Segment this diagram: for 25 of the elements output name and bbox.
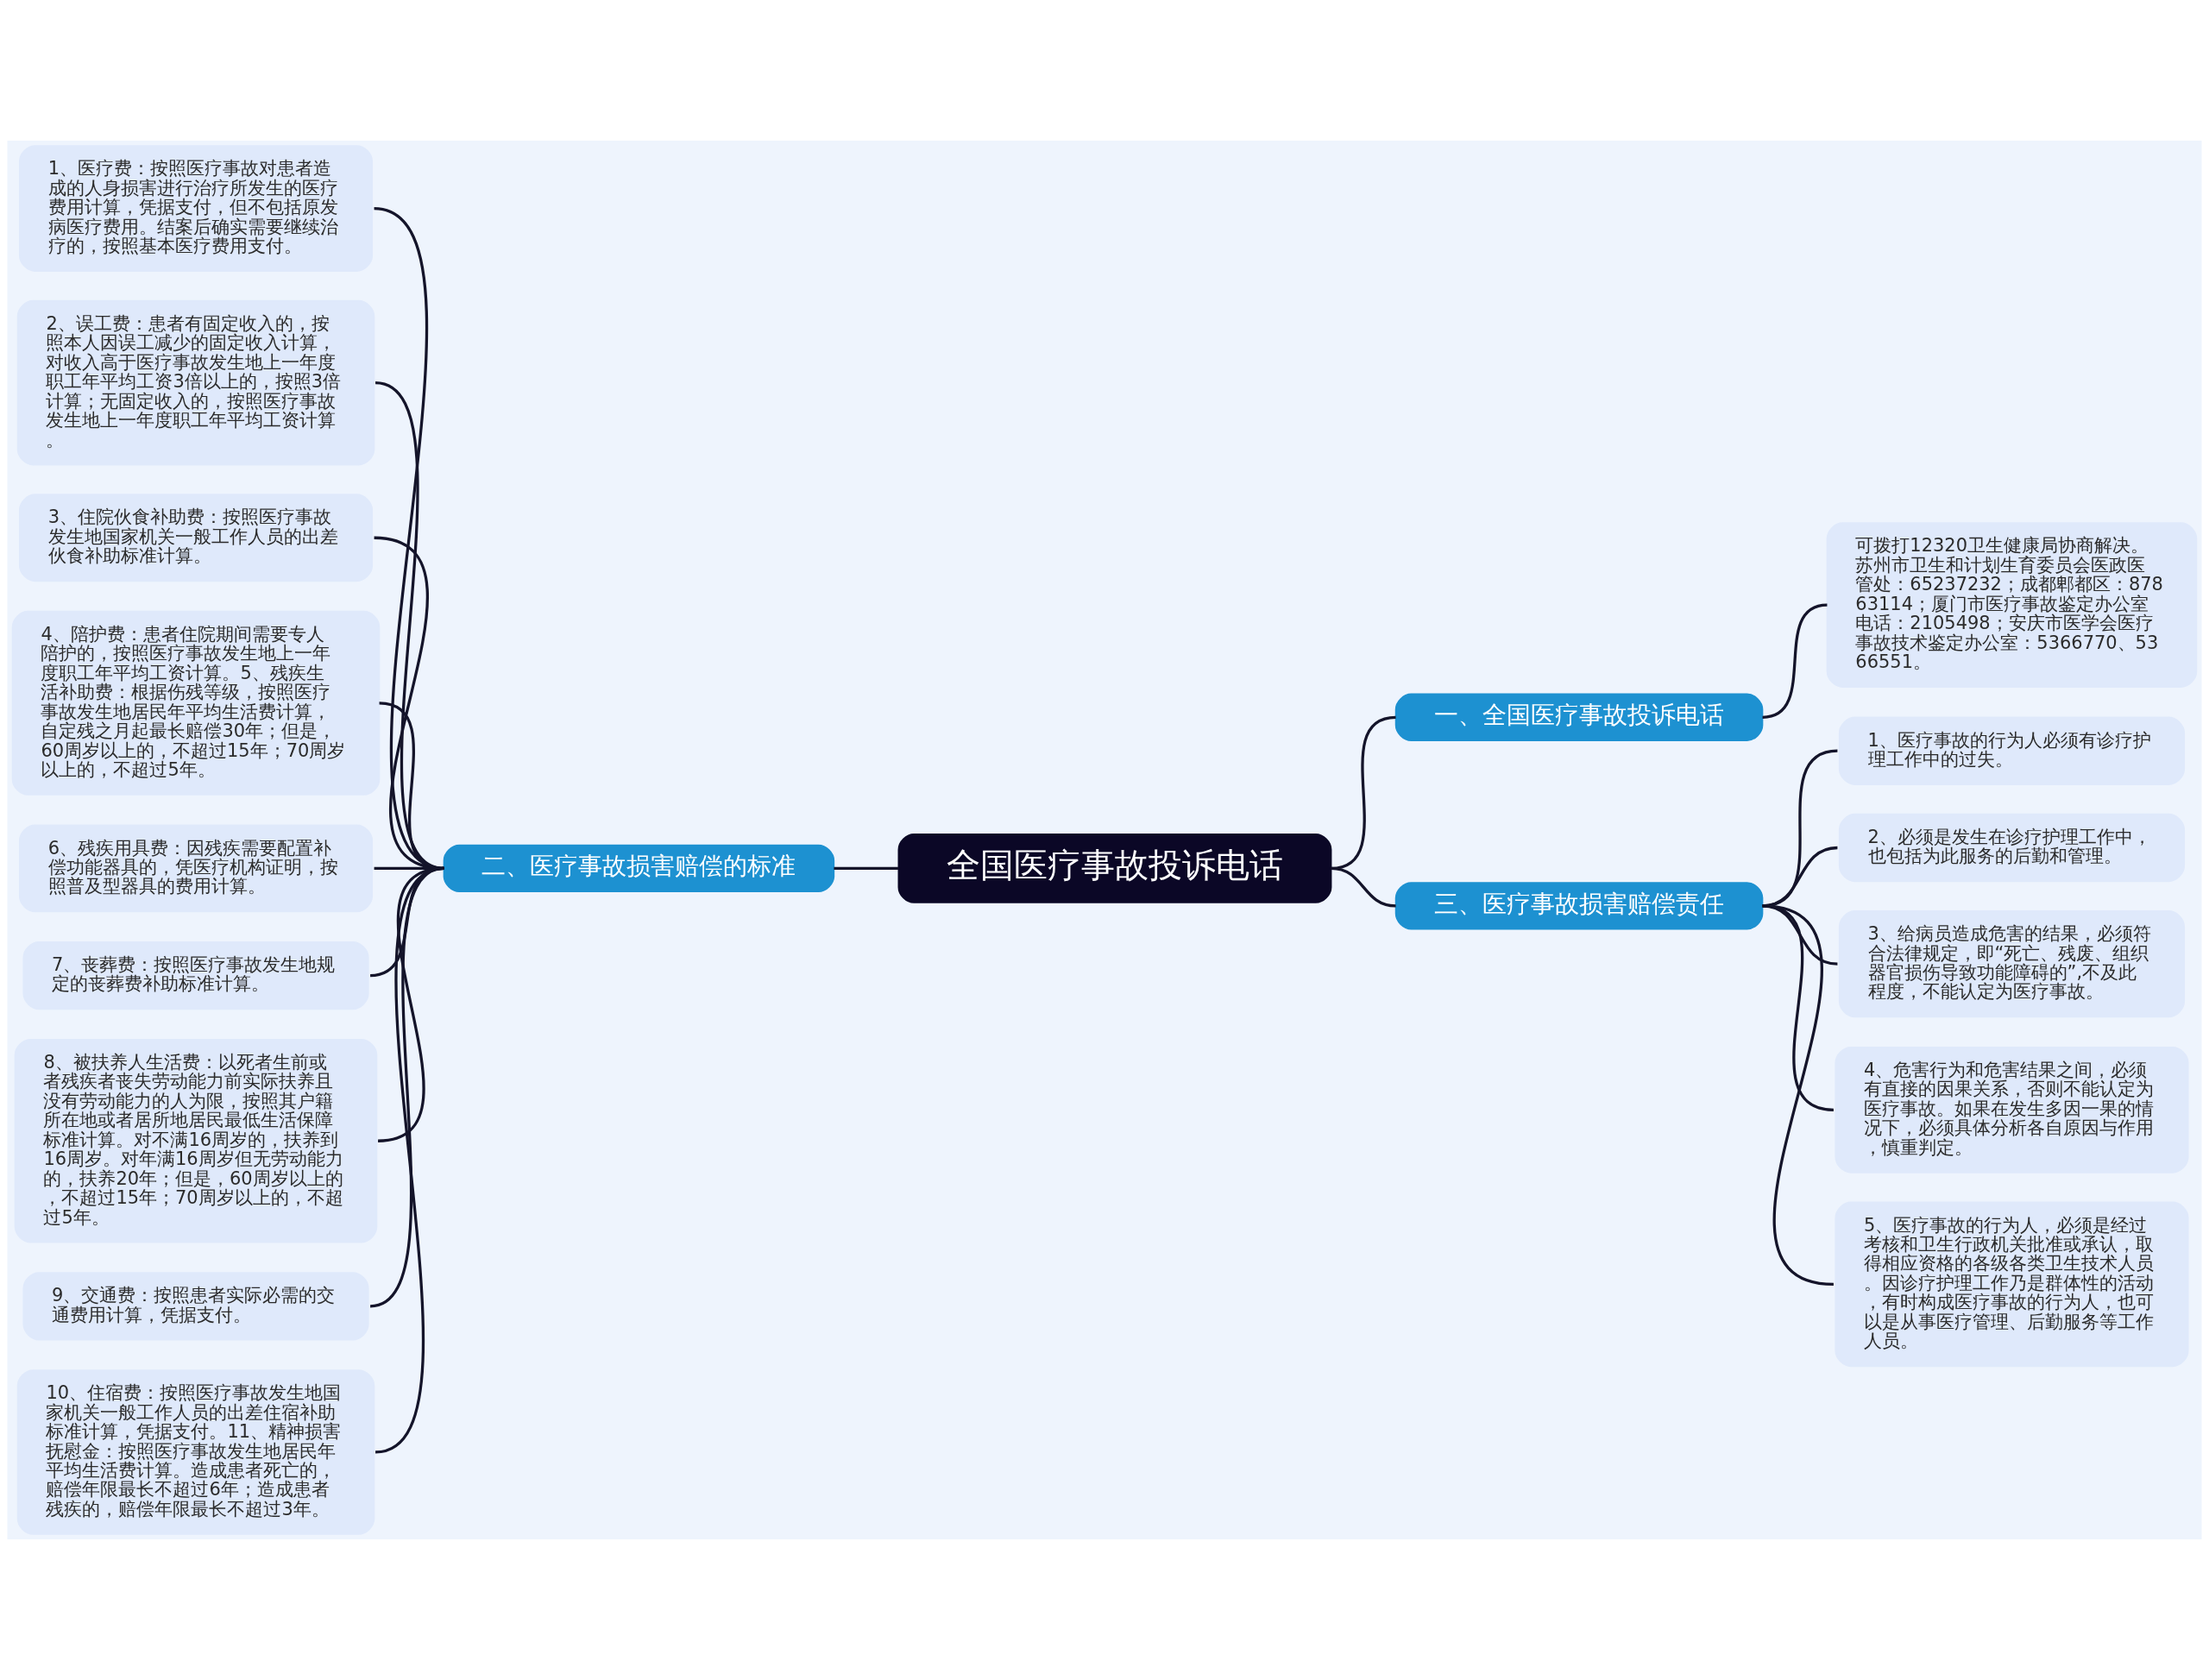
connector (834, 866, 899, 871)
node-box: 全国医疗事故投诉电话 (897, 834, 1332, 903)
connector (1762, 904, 1835, 1286)
connector (1762, 603, 1828, 719)
node-box: 2、误工费：患者有固定收入的，按照本人因误工减少的固定收入计算，对收入高于医疗事故发生地上一年度职工年平均工资3倍以上的，按照3倍计算；无固定收入的，按照医疗事故发生地上一年度职工年平均工资计算。 (16, 299, 375, 466)
node-box: 10、住宿费：按照医疗事故发生地国家机关一般工作人员的出差住宿补助标准计算，凭据支付。11、精神损害抚慰金：按照医疗事故发生地居民年平均生活费计算。造成患者死亡的，赔偿年限最长不超过6年；造成患者残疾的，赔偿年限最长不超过3年。 (16, 1369, 375, 1535)
node-box: 4、危害行为和危害结果之间，必须有直接的因果关系，否则不能认定为医疗事故。如果在发生多因一果的情况下，必须具体分析各自原因与作用，慎重判定。 (1835, 1047, 2189, 1173)
node-box: 6、残疾用具费：因残疾需要配置补偿功能器具的，凭医疗机构证明，按照普及型器具的费用计算。 (18, 824, 374, 913)
node-box: 可拨打12320卫生健康局协商解决。苏州市卫生和计划生育委员会医政医管处：65237232；成都郫都区：87863114；厦门市医疗事故鉴定办公室电话：2105498；安庆市医学会医疗事故技术鉴定办公室：5366770、5366551。 (1826, 522, 2198, 688)
connector (1331, 866, 1396, 908)
node-box: 8、被扶养人生活费：以死者生前或者残疾者丧失劳动能力前实际扶养且没有劳动能力的人为限，按照其户籍所在地或者居所地居民最低生活保障标准计算。对不满16周岁的，扶养到16周岁。对年满16周岁但无劳动能力的，扶养20年；但是，60周岁以上的，不超过15年；70周岁以上的，不超过5年。 (14, 1039, 378, 1243)
node-box: 二、医疗事故损害赔偿的标准 (443, 844, 835, 893)
node-box: 3、住院伙食补助费：按照医疗事故发生地国家机关一般工作人员的出差伙食补助标准计算。 (18, 494, 374, 582)
node-box: 3、给病员造成危害的结果，必须符合法律规定，即“死亡、残废、组织器官损伤导致功能障碍的”,不及此程度，不能认定为医疗事故。 (1838, 910, 2186, 1018)
node-box: 一、全国医疗事故投诉电话 (1394, 693, 1764, 741)
connector (1762, 904, 1835, 1111)
node-box: 2、必须是发生在诊疗护理工作中，也包括为此服务的后勤和管理。 (1838, 813, 2186, 883)
node-box: 三、医疗事故损害赔偿责任 (1394, 882, 1764, 930)
node-box: 4、陪护费：患者住院期间需要专人陪护的，按照医疗事故发生地上一年度职工年平均工资计算。5、残疾生活补助费：根据伤残等级，按照医疗事故发生地居民年平均生活费计算，自定残之月起最长赔偿30年；但是，60周岁以上的，不超过15年；70周岁以上的，不超过5年。 (11, 610, 381, 796)
connector (374, 866, 445, 1454)
node-box: 1、医疗费：按照医疗事故对患者造成的人身损害进行治疗所发生的医疗费用计算，凭据支付，但不包括原发病医疗费用。结案后确实需要继续治疗的，按照基本医疗费用支付。 (18, 145, 374, 272)
node-box: 1、医疗事故的行为人必须有诊疗护理工作中的过失。 (1838, 716, 2186, 785)
node-box: 7、丧葬费：按照医疗事故发生地规定的丧葬费补助标准计算。 (22, 941, 369, 1010)
node-box: 9、交通费：按照患者实际必需的交通费用计算，凭据支付。 (22, 1272, 369, 1341)
node-box: 5、医疗事故的行为人，必须是经过考核和卫生行政机关批准或承认，取得相应资格的各级各类卫生技术人员。因诊疗护理工作乃是群体性的活动，有时构成医疗事故的行为人，也可以是从事医疗管理、后勤服务等工作人员。 (1835, 1201, 2189, 1368)
